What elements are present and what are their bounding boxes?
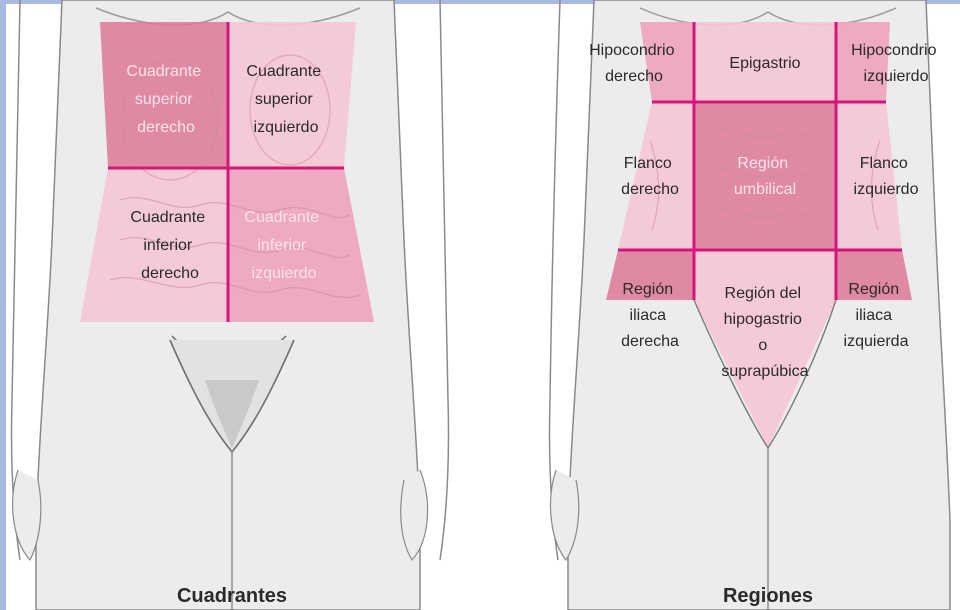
caption-regions: Regiones — [723, 585, 813, 607]
left-arm-outline — [440, 0, 449, 560]
label-upper-left-quadrant: Cuadrante superior izquierdo — [246, 63, 325, 136]
label-right-iliac: Región iliaca derecha — [621, 281, 679, 350]
quadrants-figure: Cuadrante superior derecho Cuadrante sup… — [11, 0, 448, 610]
label-epigastrium: Epigastrio — [729, 55, 800, 72]
label-upper-right-quadrant: Cuadrante superior derecho — [126, 63, 205, 136]
region-left-hypochondrium-zone — [836, 22, 890, 102]
regions-figure: Hipocondrio derecho Epigastrio Hipocondr… — [549, 0, 950, 610]
caption-quadrants: Cuadrantes — [177, 585, 287, 607]
region-umbilical-zone — [694, 102, 836, 250]
